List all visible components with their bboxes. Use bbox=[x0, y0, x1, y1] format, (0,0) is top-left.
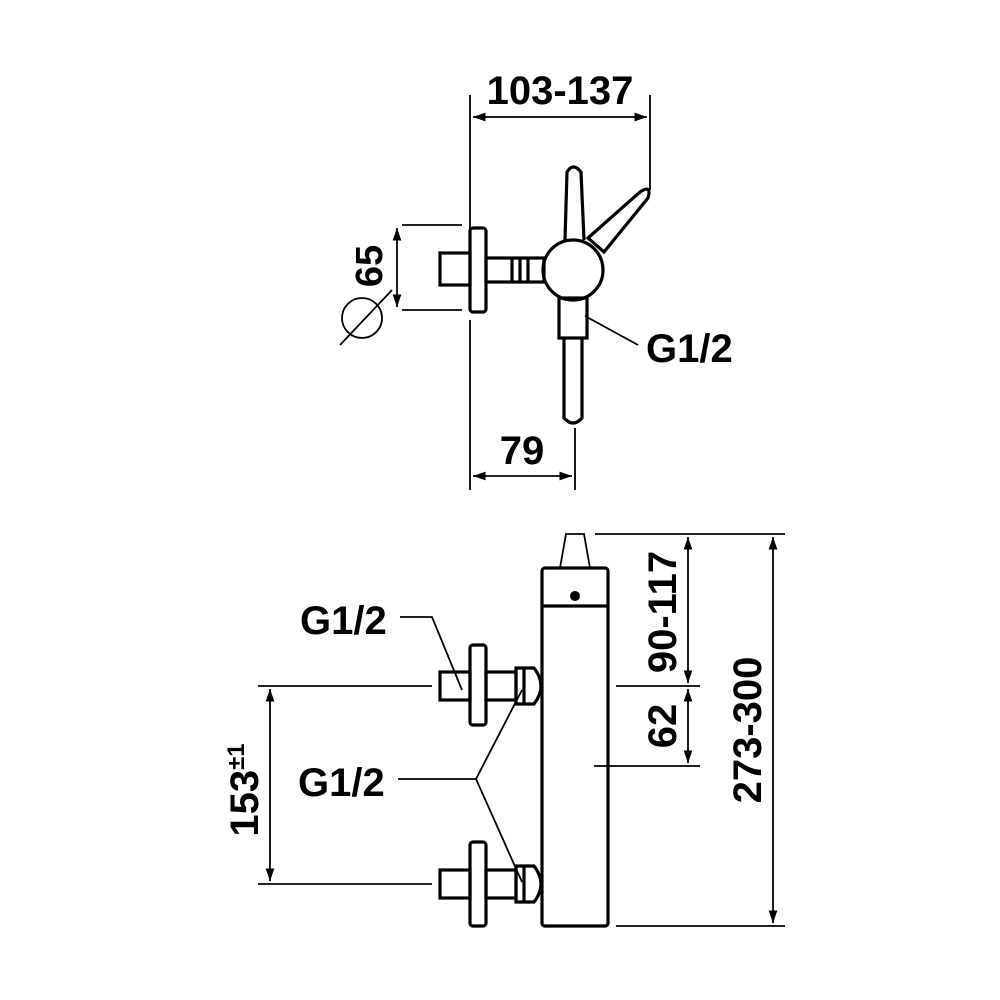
upper-nut bbox=[514, 666, 543, 706]
top-thread-label: G1/2 bbox=[646, 327, 733, 371]
lower-connector bbox=[438, 868, 472, 900]
thread-leader bbox=[584, 315, 639, 346]
diameter-symbol-icon bbox=[339, 289, 393, 346]
spacing-tolerance-label: ±1 bbox=[223, 743, 250, 770]
indicator-dot bbox=[570, 591, 580, 601]
spacing-dimension-label: 153 bbox=[223, 770, 267, 837]
top-view: 103-137 65 G1/2 79 bbox=[339, 69, 733, 490]
lever-alt-position bbox=[585, 187, 651, 255]
upper-pipe bbox=[484, 670, 518, 702]
handle-lever bbox=[563, 165, 586, 241]
spacing-dimension-text: 153±1 bbox=[223, 743, 267, 836]
outlet-offset-dimension-label: 62 bbox=[641, 704, 685, 749]
total-height-dimension-label: 273-300 bbox=[726, 657, 770, 804]
width-dimension-label: 103-137 bbox=[487, 69, 634, 113]
upper-rosette bbox=[468, 643, 488, 727]
lower-nut bbox=[514, 864, 543, 904]
connector-pipe bbox=[484, 256, 546, 284]
upper-connection bbox=[438, 643, 543, 727]
handle-height-dimension-label: 90-117 bbox=[641, 551, 685, 673]
front-view: G1/2 G1/2 153±1 90-117 62 273-300 bbox=[223, 533, 785, 928]
lower-thread-leader-branch bbox=[475, 778, 523, 883]
lower-thread-label: G1/2 bbox=[298, 761, 385, 805]
upper-thread-leader bbox=[400, 616, 463, 691]
lever-tip bbox=[559, 533, 591, 569]
depth-dimension-label: 79 bbox=[500, 429, 545, 473]
mixer-body-front bbox=[540, 566, 610, 928]
lower-thread-leader-branch bbox=[475, 689, 523, 780]
diameter-dimension-label: 65 bbox=[349, 245, 391, 287]
upper-thread-label: G1/2 bbox=[300, 599, 387, 643]
spout bbox=[562, 338, 584, 425]
outlet-joint bbox=[557, 296, 589, 340]
wall-connector bbox=[438, 251, 472, 287]
lower-connection bbox=[438, 840, 543, 928]
upper-connector bbox=[438, 670, 472, 702]
lower-rosette bbox=[468, 840, 488, 928]
lower-pipe bbox=[484, 868, 518, 900]
wall-rosette bbox=[468, 226, 488, 314]
mixer-body bbox=[541, 238, 605, 302]
